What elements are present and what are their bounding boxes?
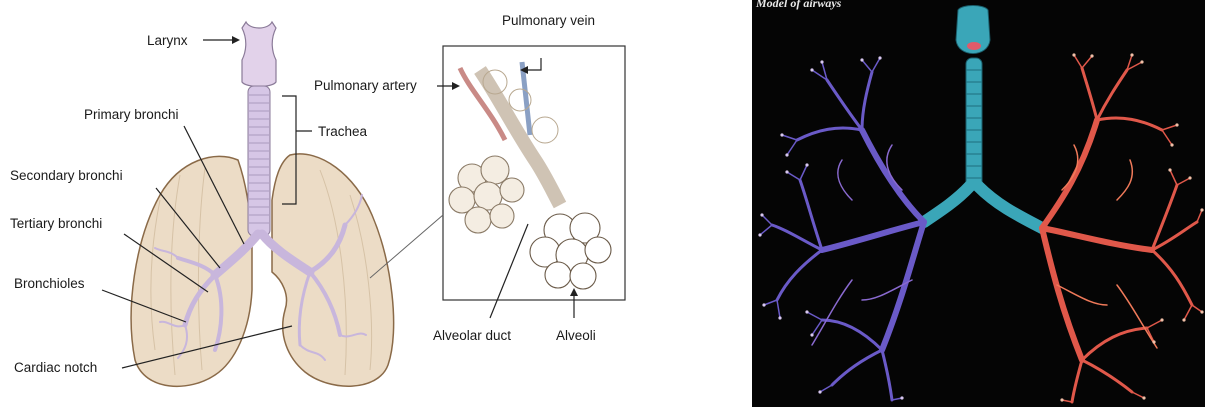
label-pulmonary-artery: Pulmonary artery <box>314 78 417 93</box>
right-lung-shape <box>131 156 252 386</box>
label-bronchioles: Bronchioles <box>14 276 85 291</box>
airway-model-caption: Model of airways <box>755 0 842 10</box>
larynx-shape <box>242 22 276 87</box>
airway-model-image: Model of airways <box>752 0 1205 407</box>
label-trachea: Trachea <box>318 124 368 139</box>
label-pulmonary-vein: Pulmonary vein <box>502 13 595 28</box>
anatomy-svg: Larynx Primary bronchi Trachea Secondary… <box>0 0 735 407</box>
label-secondary-bronchi: Secondary bronchi <box>10 168 123 183</box>
label-alveolar-duct: Alveolar duct <box>433 328 511 343</box>
label-tertiary-bronchi: Tertiary bronchi <box>10 216 102 231</box>
respiratory-anatomy-diagram: Larynx Primary bronchi Trachea Secondary… <box>0 0 735 407</box>
trachea-shape <box>248 86 270 236</box>
label-primary-bronchi: Primary bronchi <box>84 107 179 122</box>
airway-model-svg: Model of airways <box>752 0 1205 407</box>
label-larynx: Larynx <box>147 33 188 48</box>
model-larynx-opening <box>967 42 981 50</box>
label-alveoli: Alveoli <box>556 328 596 343</box>
left-lung-shape <box>272 154 394 386</box>
model-trachea <box>966 58 982 188</box>
label-cardiac-notch: Cardiac notch <box>14 360 97 375</box>
